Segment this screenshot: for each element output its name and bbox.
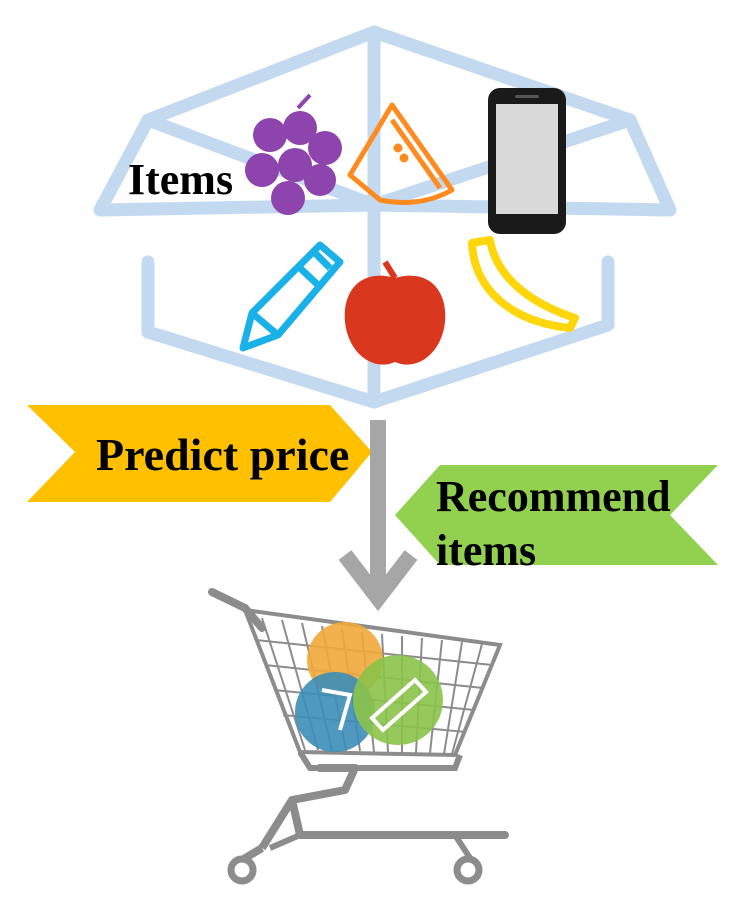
predict-price-label: Predict price bbox=[96, 429, 350, 480]
banana-icon bbox=[468, 236, 579, 332]
apple-icon bbox=[344, 260, 446, 365]
items-label: Items bbox=[128, 155, 234, 204]
cart-green-item bbox=[353, 655, 443, 745]
shopping-cart-icon bbox=[208, 588, 509, 885]
predict-price-banner bbox=[27, 405, 372, 502]
grapes-icon bbox=[245, 93, 342, 215]
smartphone-icon bbox=[488, 88, 566, 234]
down-arrow-icon bbox=[338, 420, 418, 612]
watermelon-icon bbox=[347, 102, 455, 205]
recommend-items-banner bbox=[395, 465, 718, 565]
pencil-icon bbox=[239, 241, 344, 352]
recommend-line-1: Recommend bbox=[436, 472, 671, 521]
recommend-line-2: items bbox=[436, 526, 537, 575]
recommend-items-label: Recommend items bbox=[436, 470, 671, 578]
